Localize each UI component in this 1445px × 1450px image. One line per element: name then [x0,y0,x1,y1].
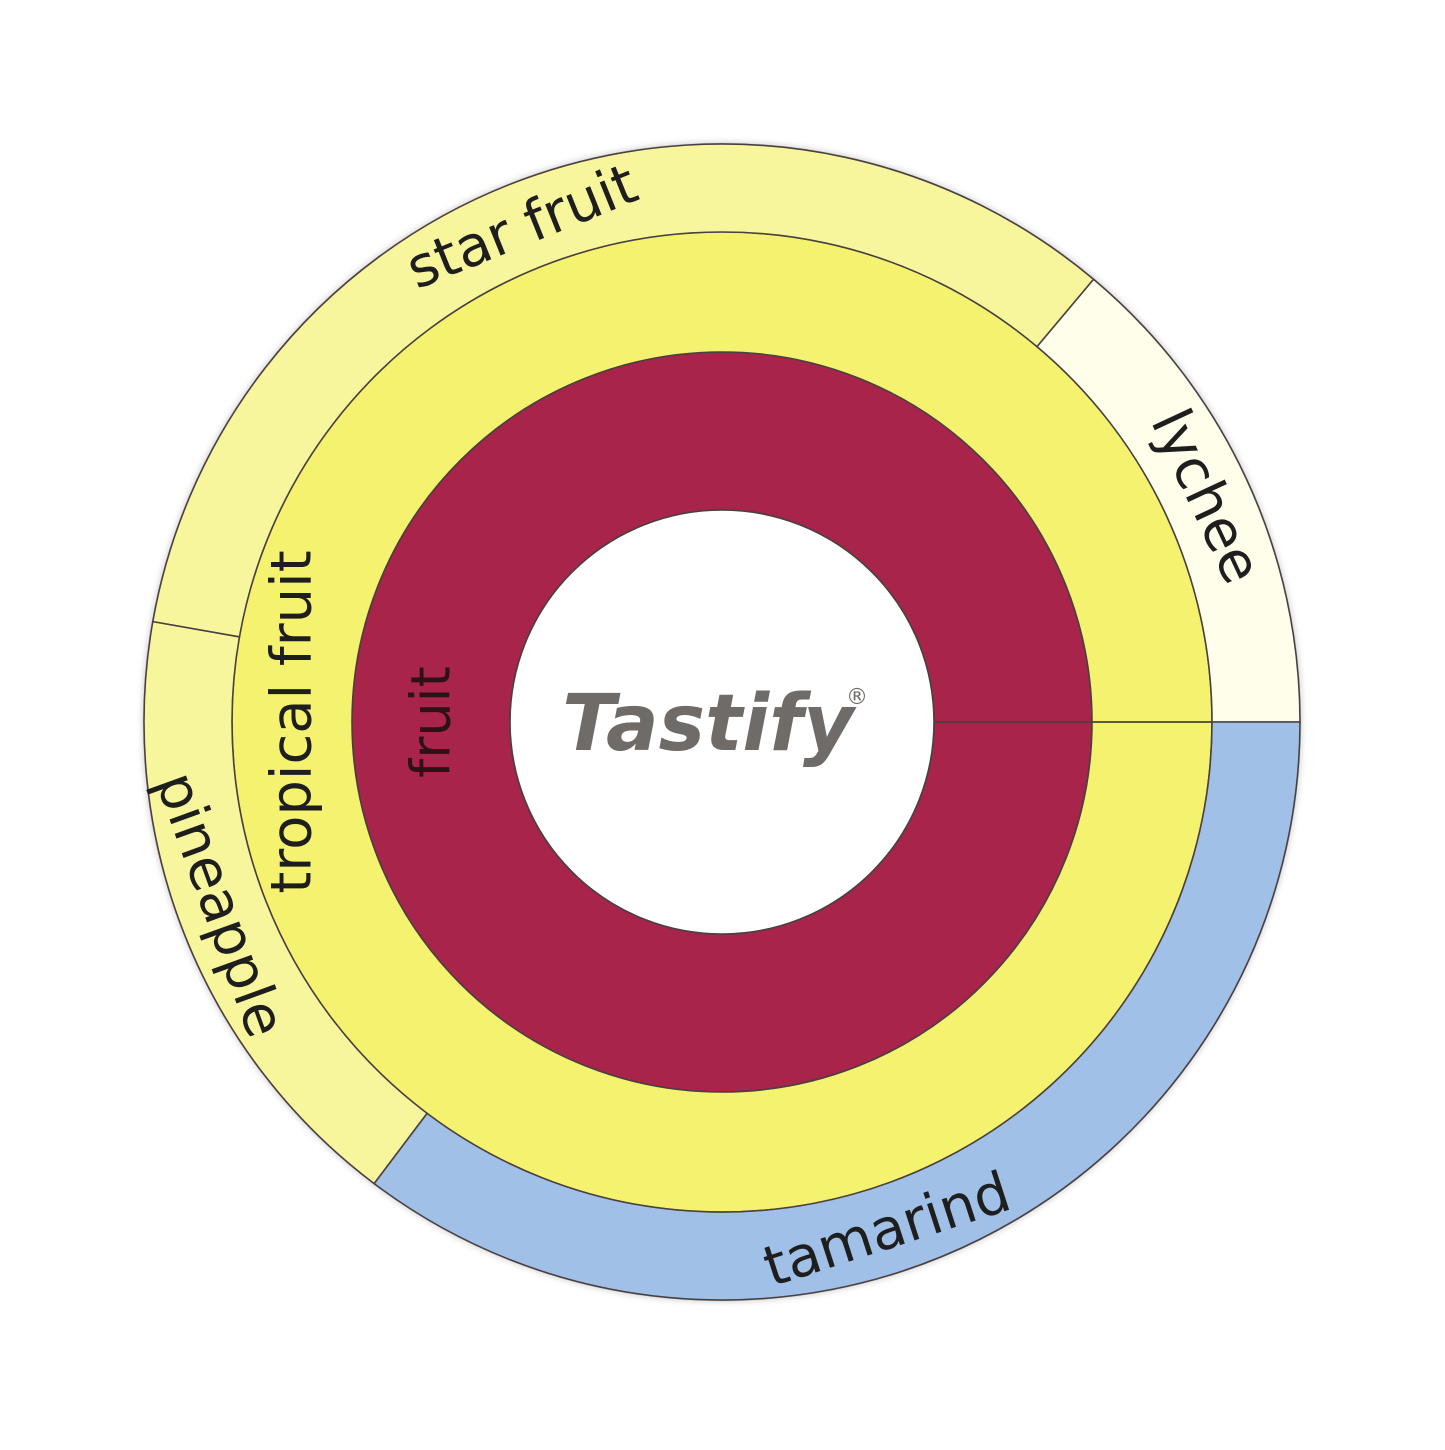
segments-layer [142,142,1302,1302]
center-circle [509,509,935,935]
logo-registered-mark: ® [846,685,868,710]
segment-tamarind[interactable] [373,721,1301,1301]
center-logo: Tastify ® [509,509,935,935]
logo-brand-text: Tastify [562,679,857,769]
label-fruit: fruit [400,666,463,778]
label-tropical-fruit: tropical fruit [260,550,325,893]
segment-star-fruit[interactable] [151,143,1095,638]
